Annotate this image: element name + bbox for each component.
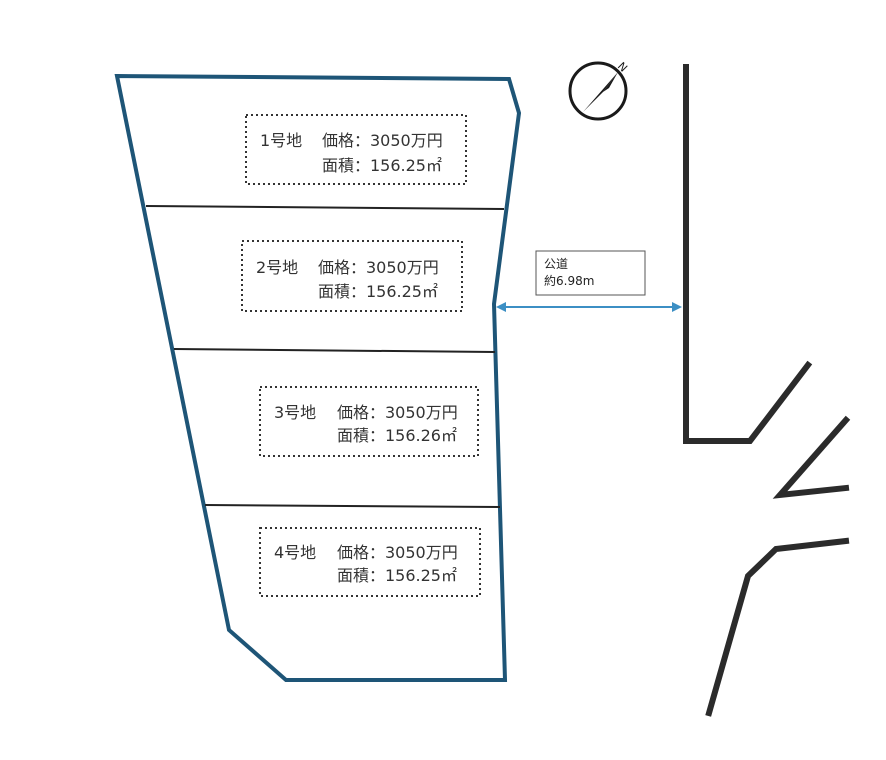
road-label: 公道 約6.98m	[535, 250, 646, 296]
lot-4-price: 価格：3050万円	[337, 543, 458, 562]
road-edge-branch-lower	[705, 537, 850, 717]
road-edge-branch-upper	[772, 415, 851, 499]
lot-3[interactable]: 3号地 価格：3050万円 面積：156.26㎡	[259, 386, 479, 457]
road-name: 公道	[544, 257, 568, 271]
north-arrow-icon: N	[568, 60, 630, 121]
lot-2-price: 価格：3050万円	[318, 258, 439, 277]
road-edge-main	[683, 64, 813, 444]
arrow-head-left-icon	[496, 302, 506, 312]
road-outline	[683, 64, 851, 717]
lot-3-area: 面積：156.26㎡	[337, 426, 457, 445]
lot-4-area: 面積：156.25㎡	[337, 566, 457, 585]
road-label-box	[535, 250, 646, 296]
lot-2[interactable]: 2号地 価格：3050万円 面積：156.25㎡	[241, 240, 463, 312]
lot-1[interactable]: 1号地 価格：3050万円 面積：156.25㎡	[245, 114, 467, 185]
lot-1-name: 1号地	[260, 131, 302, 150]
lot-4[interactable]: 4号地 価格：3050万円 面積：156.25㎡	[259, 527, 481, 597]
lot-1-label-box	[245, 114, 467, 185]
divider-2-3	[173, 348, 496, 353]
lot-3-label-box	[259, 386, 479, 457]
divider-3-4	[204, 504, 501, 508]
lot-4-name: 4号地	[274, 543, 316, 562]
lot-3-price: 価格：3050万円	[337, 403, 458, 422]
arrow-head-right-icon	[672, 302, 682, 312]
lot-1-area: 面積：156.25㎡	[322, 156, 442, 175]
lot-dividers	[145, 205, 505, 508]
lot-4-label-box	[259, 527, 481, 597]
road-width: 約6.98m	[544, 273, 594, 288]
divider-1-2	[145, 205, 505, 210]
lot-3-name: 3号地	[274, 403, 316, 422]
site-boundary	[114, 73, 522, 682]
lot-1-price: 価格：3050万円	[322, 131, 443, 150]
road-width-dimension	[496, 302, 682, 312]
lot-2-area: 面積：156.25㎡	[318, 282, 438, 301]
lot-2-label-box	[241, 240, 463, 312]
lot-2-name: 2号地	[256, 258, 298, 277]
